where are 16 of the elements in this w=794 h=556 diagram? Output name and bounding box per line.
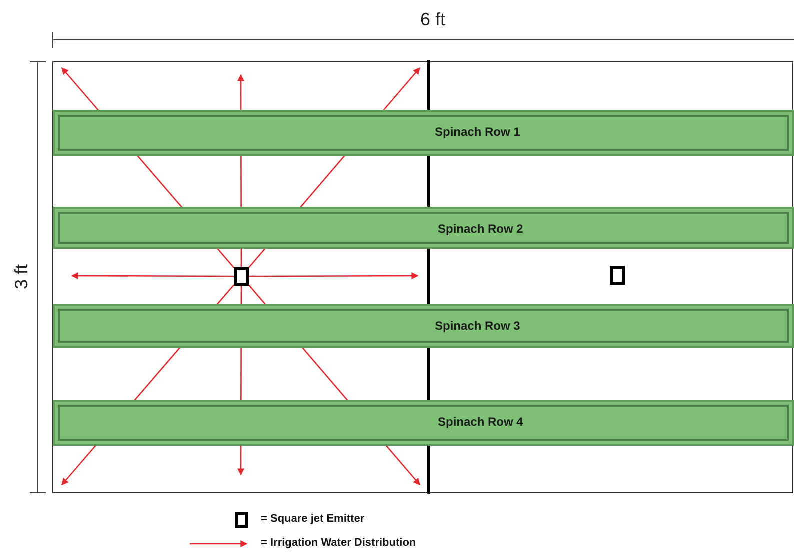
legend-label: = Square jet Emitter xyxy=(261,513,365,525)
row-label: Spinach Row 3 xyxy=(435,319,520,333)
spinach-row-band xyxy=(53,110,794,156)
spinach-row-band xyxy=(53,304,794,348)
row-label: Spinach Row 2 xyxy=(438,222,524,236)
emitter-marker xyxy=(234,267,249,286)
row-label: Spinach Row 4 xyxy=(438,415,524,429)
dimension-label: 6 ft xyxy=(420,10,446,30)
spinach-row-band xyxy=(53,207,794,249)
row-label: Spinach Row 1 xyxy=(435,125,520,139)
legend-label: = Irrigation Water Distribution xyxy=(261,537,416,549)
spray-arrow xyxy=(71,272,234,280)
dimension-label: 3 ft xyxy=(12,264,32,290)
spinach-row-band xyxy=(53,400,794,446)
emitter-marker xyxy=(610,266,625,285)
spray-arrow xyxy=(249,272,419,280)
